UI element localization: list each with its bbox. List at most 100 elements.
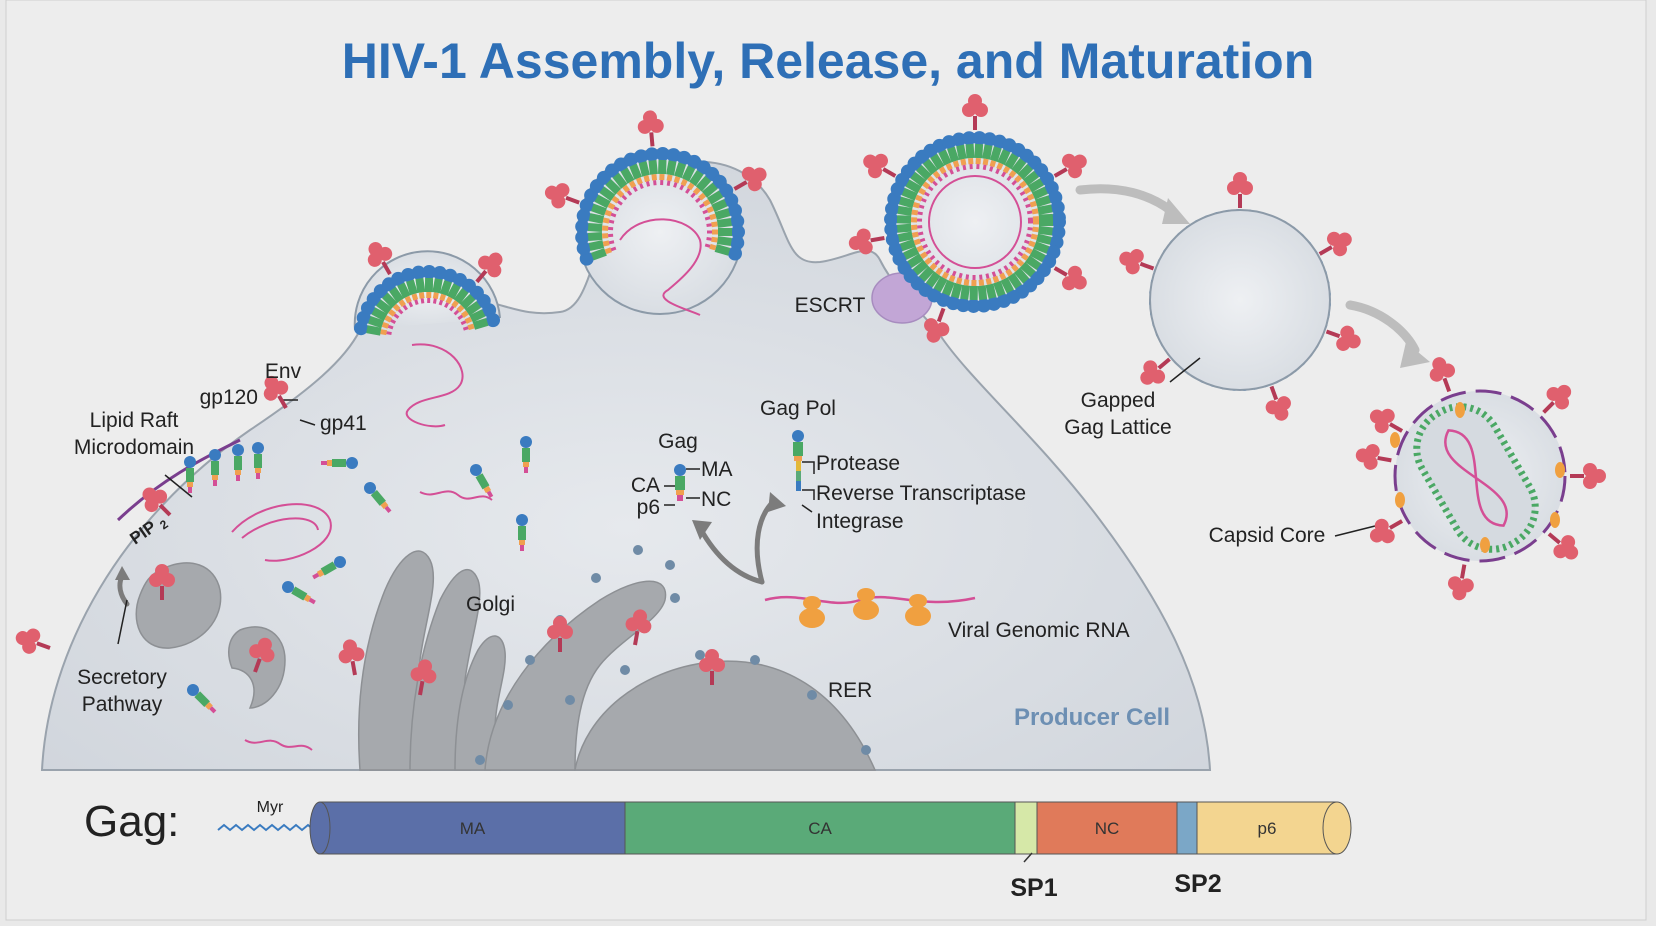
gp120-lobe bbox=[1546, 386, 1561, 401]
capsid-subunit bbox=[1033, 241, 1050, 254]
matrix-subunit bbox=[884, 212, 899, 227]
p6-subunit bbox=[704, 243, 711, 248]
gp41-stem bbox=[418, 680, 425, 696]
label-gapped-1: Gapped bbox=[1081, 389, 1156, 412]
gag-molecule bbox=[187, 684, 217, 714]
p6-subunit bbox=[1017, 251, 1024, 257]
nc-subunit bbox=[941, 271, 950, 280]
capsid-subunit bbox=[1036, 233, 1052, 245]
capsid-subunit bbox=[1007, 272, 1022, 289]
label-env: Env bbox=[265, 360, 302, 383]
p6-subunit bbox=[626, 190, 633, 196]
nc-subunit bbox=[602, 240, 610, 247]
p6-subunit bbox=[706, 237, 712, 241]
nc-subunit bbox=[692, 187, 701, 196]
capsid-subunit bbox=[956, 144, 967, 160]
nc-subunit bbox=[960, 158, 967, 166]
p6-subunit bbox=[393, 313, 400, 319]
gp41-stem bbox=[1388, 519, 1404, 530]
progression-arrows bbox=[1075, 184, 1420, 355]
p6-subunit bbox=[390, 318, 397, 324]
nc-subunit bbox=[911, 224, 918, 231]
gag-nc bbox=[187, 482, 193, 487]
nc-subunit bbox=[604, 247, 612, 255]
p6-subunit bbox=[1027, 226, 1033, 231]
nc-subunit bbox=[924, 257, 933, 266]
gp120-lobe bbox=[1432, 357, 1447, 372]
capsid-subunit bbox=[960, 284, 971, 300]
gp120-lobe bbox=[741, 166, 756, 181]
gag-nc bbox=[380, 501, 389, 510]
p6-subunit bbox=[444, 302, 450, 309]
env-spike bbox=[15, 628, 51, 654]
nc-subunit bbox=[680, 178, 688, 187]
env-spike bbox=[263, 375, 289, 409]
gag-segment-label: MA bbox=[460, 819, 486, 838]
nc-subunit bbox=[1023, 186, 1032, 195]
capsid-subunit bbox=[681, 165, 696, 182]
nc-subunit bbox=[616, 189, 625, 198]
p6-subunit bbox=[982, 164, 987, 171]
p6-subunit bbox=[924, 191, 930, 197]
capsid-subunit bbox=[714, 208, 731, 220]
nc-subunit bbox=[706, 206, 715, 214]
p6-subunit bbox=[453, 309, 460, 316]
env-spike bbox=[733, 166, 767, 192]
matrix-subunit bbox=[411, 265, 426, 280]
p6-subunit bbox=[690, 192, 696, 199]
gag-p6 bbox=[520, 545, 524, 551]
gag-nc bbox=[316, 569, 325, 578]
p6-subunit bbox=[610, 212, 617, 218]
gag-ma bbox=[209, 449, 221, 461]
gag-p6 bbox=[256, 473, 260, 479]
gp120-lobe bbox=[752, 167, 767, 182]
p6-subunit bbox=[997, 268, 1003, 275]
p6-subunit bbox=[673, 182, 678, 188]
p6-subunit bbox=[408, 301, 414, 308]
gp120-lobe bbox=[1369, 528, 1384, 543]
capsid-subunit bbox=[366, 325, 382, 336]
p6-subunit bbox=[925, 249, 932, 255]
capsid-subunit bbox=[453, 288, 469, 305]
gp41-stem bbox=[633, 630, 640, 646]
capsid-subunit bbox=[1037, 204, 1053, 215]
gag-ma bbox=[334, 556, 346, 568]
bud1-rna bbox=[405, 343, 464, 428]
gag-nc bbox=[327, 460, 332, 466]
p6-subunit bbox=[608, 240, 615, 245]
gp120-lobe bbox=[26, 628, 41, 643]
gag-segment-label: p6 bbox=[1258, 819, 1277, 838]
capsid-subunit bbox=[674, 162, 687, 179]
gp120-lobe bbox=[263, 386, 278, 401]
p6-subunit bbox=[457, 314, 464, 321]
env-spike bbox=[1369, 518, 1404, 544]
nc-subunit bbox=[922, 181, 931, 190]
matrix-subunit bbox=[422, 265, 437, 280]
gag-segment-label: CA bbox=[808, 819, 832, 838]
capsid-subunit bbox=[716, 236, 732, 246]
capsid-subunit bbox=[590, 248, 607, 261]
nc-subunit bbox=[398, 299, 406, 308]
nc-subunit bbox=[464, 316, 473, 324]
gag-p6 bbox=[384, 505, 392, 514]
p6-subunit bbox=[414, 299, 419, 306]
gag-ma bbox=[187, 684, 199, 696]
p6-subunit bbox=[639, 183, 644, 189]
gag-nc bbox=[523, 462, 529, 467]
label-lipid-raft-1: Lipid Raft bbox=[90, 409, 179, 432]
nc-subunit bbox=[999, 272, 1007, 281]
gag-molecule bbox=[209, 449, 221, 486]
nc-subunit bbox=[948, 274, 956, 283]
mature-enzyme bbox=[1480, 537, 1490, 553]
capsid-subunit bbox=[397, 282, 411, 299]
nc-subunit bbox=[918, 187, 927, 196]
nc-subunit bbox=[698, 192, 707, 201]
capsid-subunit bbox=[620, 167, 635, 184]
label-gag-pol: Gag Pol bbox=[760, 397, 836, 420]
gag-molecule bbox=[516, 514, 528, 551]
capsid-subunit bbox=[1019, 261, 1036, 278]
gp41-stem bbox=[158, 503, 172, 517]
nc-subunit bbox=[711, 236, 718, 243]
nc-subunit bbox=[404, 295, 412, 304]
